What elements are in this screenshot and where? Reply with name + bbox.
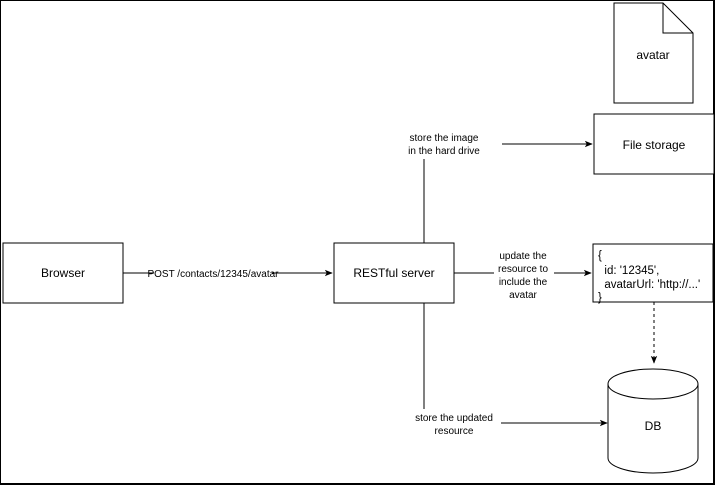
restful-server-node[interactable]: RESTful server [333, 242, 455, 304]
file-storage-node[interactable]: File storage [593, 113, 715, 175]
json-line-2: id: '12345', [598, 265, 659, 277]
db-node[interactable]: DB [607, 368, 699, 474]
edge-post[interactable]: POST /contacts/12345/avatar [123, 266, 333, 280]
db-label: DB [645, 419, 662, 433]
update-label-line-4: avatar [509, 290, 537, 301]
update-label-line-3: include the [499, 277, 548, 288]
json-line-1: { [598, 250, 602, 262]
browser-node[interactable]: Browser [2, 242, 124, 304]
edge-store-updated[interactable]: store the updated resource [406, 303, 608, 439]
post-edge-label: POST /contacts/12345/avatar [147, 269, 279, 280]
browser-label: Browser [41, 266, 85, 280]
json-line-4: } [598, 292, 602, 304]
store-updated-label-line-1: store the updated [415, 413, 493, 424]
store-image-label-line-2: in the hard drive [408, 146, 480, 157]
avatar-file-label: avatar [636, 48, 669, 62]
update-label-line-1: update the [499, 251, 547, 262]
update-label-line-2: resource to [498, 264, 548, 275]
store-image-label-line-1: store the image [410, 133, 479, 144]
store-updated-label-line-2: resource [435, 426, 474, 437]
edge-store-image[interactable]: store the image in the hard drive [386, 129, 593, 243]
resource-json-node[interactable]: { id: '12345', avatarUrl: 'http://...' } [592, 243, 714, 304]
restful-server-label: RESTful server [353, 266, 434, 280]
edge-update-resource[interactable]: update the resource to include the avata… [454, 248, 592, 301]
json-line-3: avatarUrl: 'http://...' [598, 279, 700, 291]
avatar-file-node[interactable]: avatar [613, 2, 694, 104]
file-storage-label: File storage [623, 138, 686, 152]
